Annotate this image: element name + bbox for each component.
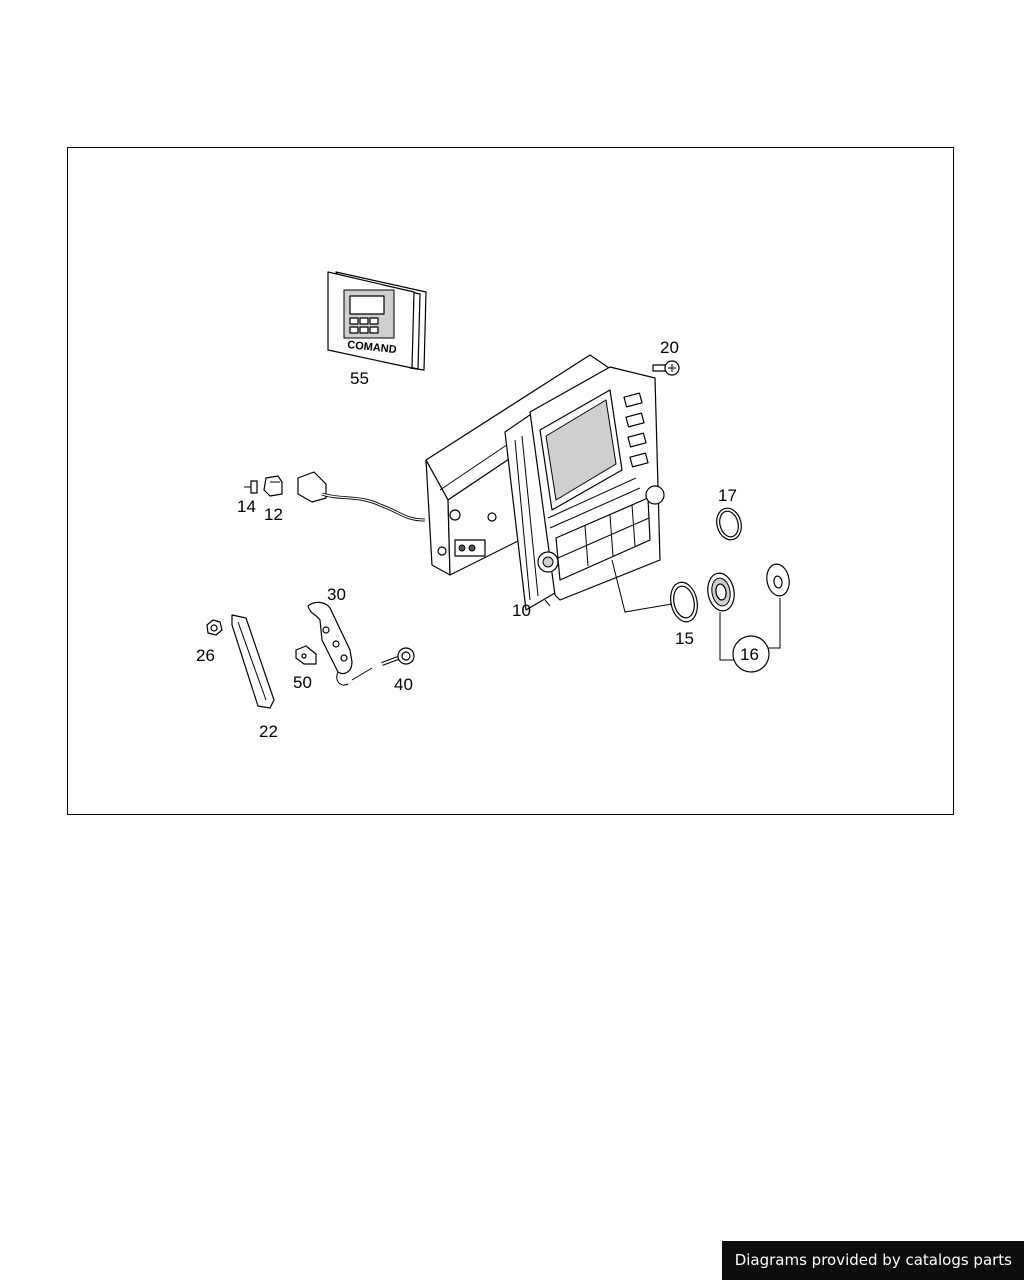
callout-22[interactable]: 22 bbox=[259, 722, 278, 741]
wiring-harness[interactable] bbox=[297, 471, 426, 522]
callout-16-circle bbox=[732, 635, 770, 673]
part-22-bracket[interactable] bbox=[231, 614, 275, 709]
part-14-pin[interactable] bbox=[244, 480, 258, 494]
callout-55[interactable]: 55 bbox=[350, 369, 369, 388]
leader-10-15 bbox=[611, 559, 673, 613]
right-control-knob bbox=[645, 485, 665, 505]
leader-16-right bbox=[768, 598, 781, 649]
head-unit-keypad bbox=[555, 497, 651, 581]
part-15-ring[interactable] bbox=[667, 580, 701, 625]
part-12-connector[interactable] bbox=[263, 475, 283, 497]
diagram-frame bbox=[67, 147, 954, 815]
callout-12[interactable]: 12 bbox=[264, 505, 283, 524]
leader-16-left bbox=[719, 612, 734, 661]
part-30-bracket[interactable] bbox=[307, 601, 373, 686]
part-26-nut[interactable] bbox=[206, 619, 223, 636]
callout-17[interactable]: 17 bbox=[718, 486, 737, 505]
part-16-cap[interactable] bbox=[764, 562, 791, 597]
callout-labels: 55 20 17 14 12 10 15 16 30 26 50 40 22 bbox=[196, 338, 759, 741]
callout-16[interactable]: 16 bbox=[740, 645, 759, 664]
part-16-knob[interactable] bbox=[705, 571, 737, 613]
callout-20[interactable]: 20 bbox=[660, 338, 679, 357]
callout-14[interactable]: 14 bbox=[237, 497, 256, 516]
part-40-bolt[interactable] bbox=[381, 647, 415, 666]
manual-screen-buttons bbox=[349, 317, 379, 334]
callout-15[interactable]: 15 bbox=[675, 629, 694, 648]
part-17-ring[interactable] bbox=[713, 505, 744, 542]
callout-26[interactable]: 26 bbox=[196, 646, 215, 665]
callout-50[interactable]: 50 bbox=[293, 673, 312, 692]
credit-banner: Diagrams provided by catalogs parts bbox=[721, 1241, 1024, 1280]
part-55-manual[interactable]: COMAND bbox=[327, 271, 427, 371]
manual-cover-text: COMAND bbox=[347, 339, 398, 356]
callout-10[interactable]: 10 bbox=[512, 601, 531, 620]
part-50-clip[interactable] bbox=[295, 645, 317, 665]
callout-40[interactable]: 40 bbox=[394, 675, 413, 694]
part-20-screw[interactable] bbox=[652, 360, 680, 376]
part-10-head-unit[interactable] bbox=[425, 354, 665, 611]
head-unit-side-buttons bbox=[623, 392, 649, 468]
callout-30[interactable]: 30 bbox=[327, 585, 346, 604]
